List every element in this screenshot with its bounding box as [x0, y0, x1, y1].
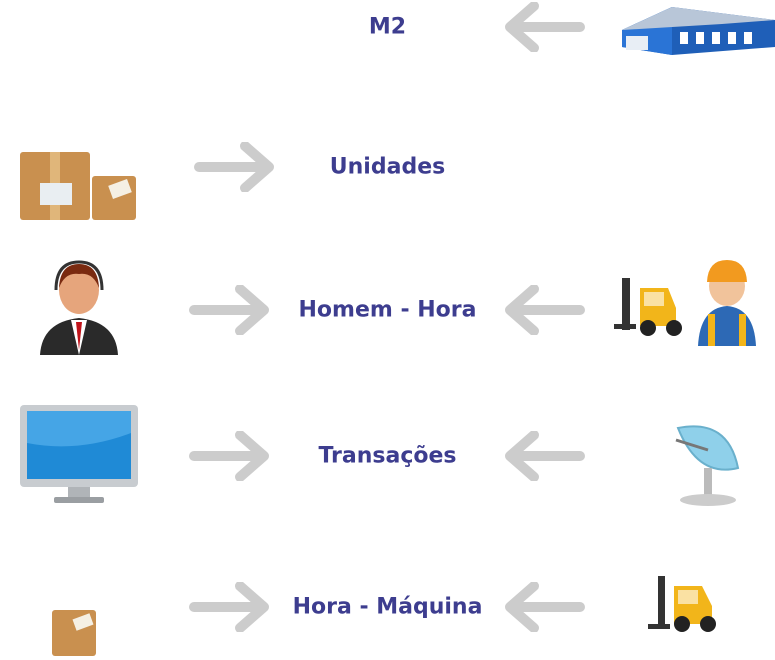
call-center-agent-icon: [40, 260, 118, 355]
arrow-right-icon: [188, 285, 272, 335]
arrow-right-icon: [193, 142, 277, 192]
arrow-left-icon: [502, 431, 586, 481]
label-unidades: Unidades: [329, 154, 446, 180]
warehouse-icon: [622, 7, 775, 55]
label-hora-maquina: Hora - Máquina: [292, 594, 483, 620]
arrow-left-icon: [502, 582, 586, 632]
monitor-icon: [20, 405, 138, 503]
label-transacoes: Transações: [318, 443, 457, 469]
boxes-icon: [20, 152, 136, 220]
forklift-icon: [648, 576, 716, 632]
arrow-right-icon: [188, 582, 272, 632]
label-homem-hora: Homem - Hora: [298, 297, 477, 323]
arrow-right-icon: [188, 431, 272, 481]
forklift-icon: [614, 278, 682, 336]
satellite-dish-icon: [675, 425, 740, 506]
small-box-icon: [52, 610, 96, 656]
label-m2: M2: [368, 14, 407, 40]
arrow-left-icon: [502, 2, 586, 52]
arrow-left-icon: [502, 285, 586, 335]
worker-icon: [698, 260, 756, 346]
